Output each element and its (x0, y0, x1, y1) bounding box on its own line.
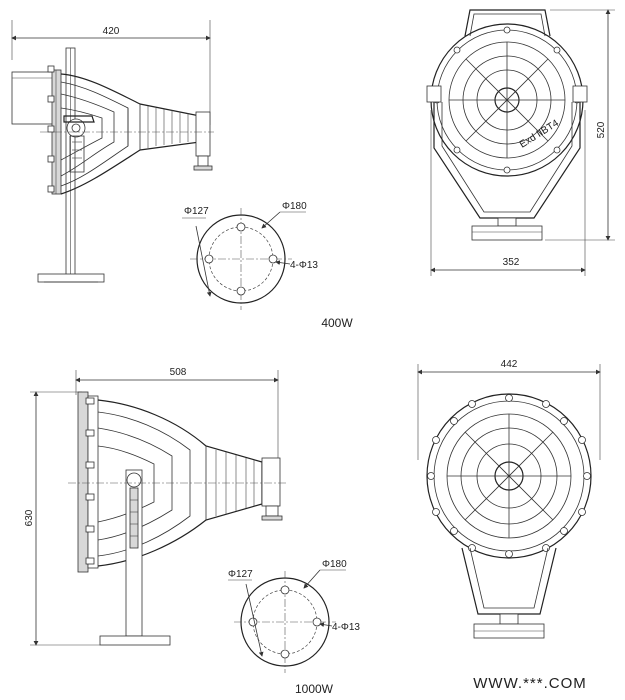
flange-detail-400w: Φ127 Φ180 4-Φ13 (182, 201, 318, 310)
caption-400w: 400W (321, 316, 353, 330)
dim-label-442: 442 (501, 359, 518, 370)
flange-detail-1000w: Φ127 Φ180 4-Φ13 (228, 559, 360, 673)
dim-label-508: 508 (170, 367, 187, 378)
guard-spokes-1000w (447, 414, 571, 538)
flange-holes-1000w: 4-Φ13 (332, 622, 360, 633)
dimension-front-width-1000w: 442 (417, 359, 601, 460)
ring-bolts-1000w (85, 397, 95, 565)
watermark-text: WWW.***.COM (473, 675, 587, 692)
ring-bolts-400w (47, 65, 55, 193)
dim-label-520: 520 (596, 121, 607, 138)
dimension-side-height-1000w: 630 (24, 391, 100, 646)
front-view-1000w: 442 (417, 359, 601, 639)
flange-bolt-circle-1000w: Φ127 (228, 569, 253, 580)
flange-outer-1000w: Φ180 (322, 559, 347, 570)
dimension-side-width-400w: 420 (11, 20, 211, 125)
flange-bolt-circle-400w: Φ127 (184, 206, 209, 217)
front-view-400w: Exd IIBT4 520 352 (426, 9, 615, 276)
caption-1000w: 1000W (295, 682, 334, 696)
side-view-1000w: 508 630 (24, 367, 286, 646)
rim-bolts-1000w (427, 394, 591, 558)
side-view-400w: 420 (11, 20, 214, 283)
dimension-front-height-400w: 520 (545, 9, 615, 241)
dimension-side-width-1000w: 508 (75, 367, 279, 460)
flange-holes-400w: 4-Φ13 (290, 260, 318, 271)
dimension-front-width-400w: 352 (430, 110, 586, 276)
flange-outer-400w: Φ180 (282, 201, 307, 212)
dim-label-420: 420 (103, 26, 120, 37)
nameplate-label: Exd IIBT4 (518, 118, 561, 151)
dim-label-630: 630 (24, 509, 35, 526)
guard-spokes-400w (449, 42, 565, 158)
dim-label-352: 352 (503, 257, 520, 268)
